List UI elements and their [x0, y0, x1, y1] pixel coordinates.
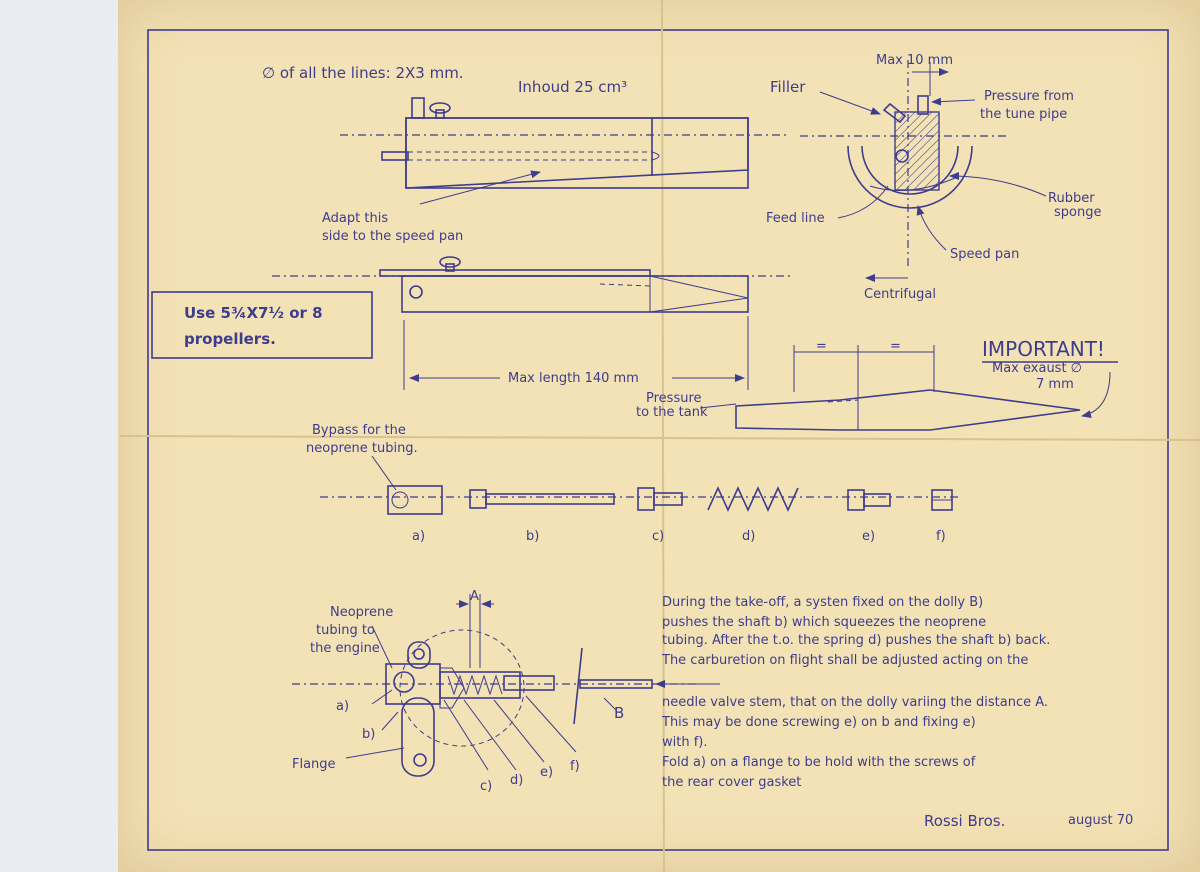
- part-a-label: a): [412, 529, 425, 544]
- flange-label: Flange: [292, 757, 336, 772]
- max-length-dimension: [403, 316, 749, 390]
- equal-mark-2: =: [890, 339, 901, 354]
- dolly-b-label: B: [614, 704, 624, 722]
- rubber-label-line1: Rubber: [1048, 191, 1095, 206]
- assembly-c-label: c): [480, 779, 492, 794]
- pressure-label-line1: Pressure from: [984, 89, 1074, 104]
- exhaust-pipe: [699, 345, 1111, 431]
- fold-crease: [661, 0, 665, 872]
- assembly-b-label: b): [362, 727, 375, 742]
- part-b: [469, 489, 615, 509]
- bypass-label-line1: Bypass for the: [312, 423, 406, 438]
- description-line: Fold a) on a flange to be hold with the …: [662, 755, 976, 770]
- description-block: During the take-off, a systen fixed on t…: [661, 595, 1050, 790]
- part-c-label: c): [652, 529, 664, 544]
- speed-pan-label: Speed pan: [950, 247, 1019, 262]
- description-line: the rear cover gasket: [662, 775, 801, 790]
- neoprene-label-line3: the engine: [310, 641, 380, 656]
- exhaust-label-line1: Max exaust ∅: [992, 361, 1082, 376]
- bypass-label-line2: neoprene tubing.: [306, 441, 418, 456]
- lines-diameter-note: ∅ of all the lines: 2X3 mm.: [262, 64, 464, 82]
- assembly-f-label: f): [570, 759, 580, 774]
- rubber-label-line2: sponge: [1054, 205, 1101, 220]
- description-line: needle valve stem, that on the dolly var…: [662, 695, 1048, 710]
- adapt-label-line2: side to the speed pan: [322, 229, 463, 244]
- signature-date: august 70: [1068, 813, 1133, 828]
- exhaust-label-line2: 7 mm: [1036, 377, 1074, 392]
- part-f-label: f): [936, 529, 946, 544]
- feed-line-label: Feed line: [766, 211, 825, 226]
- adapt-label-line1: Adapt this: [322, 211, 388, 226]
- important-title: IMPORTANT!: [982, 337, 1105, 361]
- part-d-spring: [707, 486, 799, 512]
- description-line: tubing. After the t.o. the spring d) pus…: [662, 633, 1050, 648]
- propeller-text-line2: propellers.: [184, 330, 276, 348]
- assembly-e-label: e): [540, 765, 553, 780]
- filler-label: Filler: [770, 78, 806, 96]
- part-a: [387, 485, 443, 515]
- assembly-d-label: d): [510, 773, 523, 788]
- tank-cross-section: [800, 60, 1047, 282]
- part-b-label: b): [526, 529, 539, 544]
- assembly-drawing: [292, 594, 720, 777]
- pressure-tank-label-line2: to the tank: [636, 405, 708, 420]
- tank-side-view: [340, 97, 790, 205]
- part-d-label: d): [742, 529, 755, 544]
- neoprene-label-line2: tubing to: [316, 623, 375, 638]
- pressure-label-line2: the tune pipe: [980, 107, 1067, 122]
- description-line: pushes the shaft b) which squeezes the n…: [662, 615, 986, 630]
- tank-top-view: [272, 256, 790, 313]
- neoprene-label-line1: Neoprene: [330, 605, 393, 620]
- part-f: [931, 489, 953, 511]
- assembly-a-label: a): [336, 699, 349, 714]
- tank-volume-label: Inhoud 25 cm³: [518, 78, 627, 96]
- max-width-label: Max 10 mm: [876, 53, 953, 68]
- max-length-label: Max length 140 mm: [508, 371, 639, 386]
- centrifugal-label: Centrifugal: [864, 287, 936, 302]
- description-line: with f).: [662, 735, 708, 750]
- part-c: [637, 487, 683, 511]
- fold-crease: [119, 435, 1200, 441]
- dimension-a-label: A: [470, 589, 479, 604]
- equal-mark-1: =: [816, 339, 827, 354]
- part-e: [847, 489, 891, 511]
- description-line: This may be done screwing e) on b and fi…: [661, 715, 976, 730]
- signature-name: Rossi Bros.: [924, 812, 1005, 830]
- part-e-label: e): [862, 529, 875, 544]
- bypass-leader: [371, 455, 397, 491]
- pressure-tank-label-line1: Pressure: [646, 391, 702, 406]
- description-line: The carburetion on flight shall be adjus…: [661, 653, 1028, 668]
- propeller-text-line1: Use 5¾X7½ or 8: [184, 304, 323, 322]
- propeller-box: [151, 291, 373, 359]
- description-line: During the take-off, a systen fixed on t…: [662, 595, 983, 610]
